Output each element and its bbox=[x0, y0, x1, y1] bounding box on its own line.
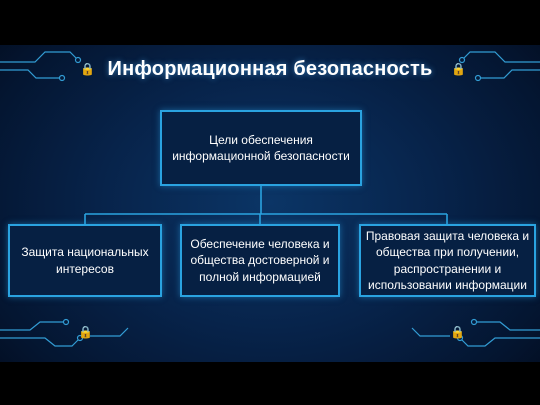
child-node-label: Обеспечение человека и общества достовер… bbox=[190, 237, 330, 284]
child-node-legal-protection: Правовая защита человека и общества при … bbox=[359, 224, 536, 297]
child-node-national-interests: Защита национальных интересов bbox=[8, 224, 162, 297]
lock-icon: 🔒 bbox=[80, 62, 95, 76]
child-node-information-provision: Обеспечение человека и общества достовер… bbox=[180, 224, 340, 297]
child-node-label: Правовая защита человека и общества при … bbox=[365, 229, 530, 292]
child-node-label: Защита национальных интересов bbox=[21, 245, 149, 276]
lock-icon: 🔒 bbox=[78, 325, 93, 339]
lock-icon: 🔒 bbox=[451, 62, 466, 76]
bottom-band bbox=[0, 362, 540, 405]
root-node-label: Цели обеспечения информационной безопасн… bbox=[172, 132, 350, 163]
root-node: Цели обеспечения информационной безопасн… bbox=[160, 110, 362, 186]
top-band bbox=[0, 0, 540, 45]
page-title: Информационная безопасность bbox=[107, 58, 433, 80]
lock-icon: 🔒 bbox=[450, 325, 465, 339]
